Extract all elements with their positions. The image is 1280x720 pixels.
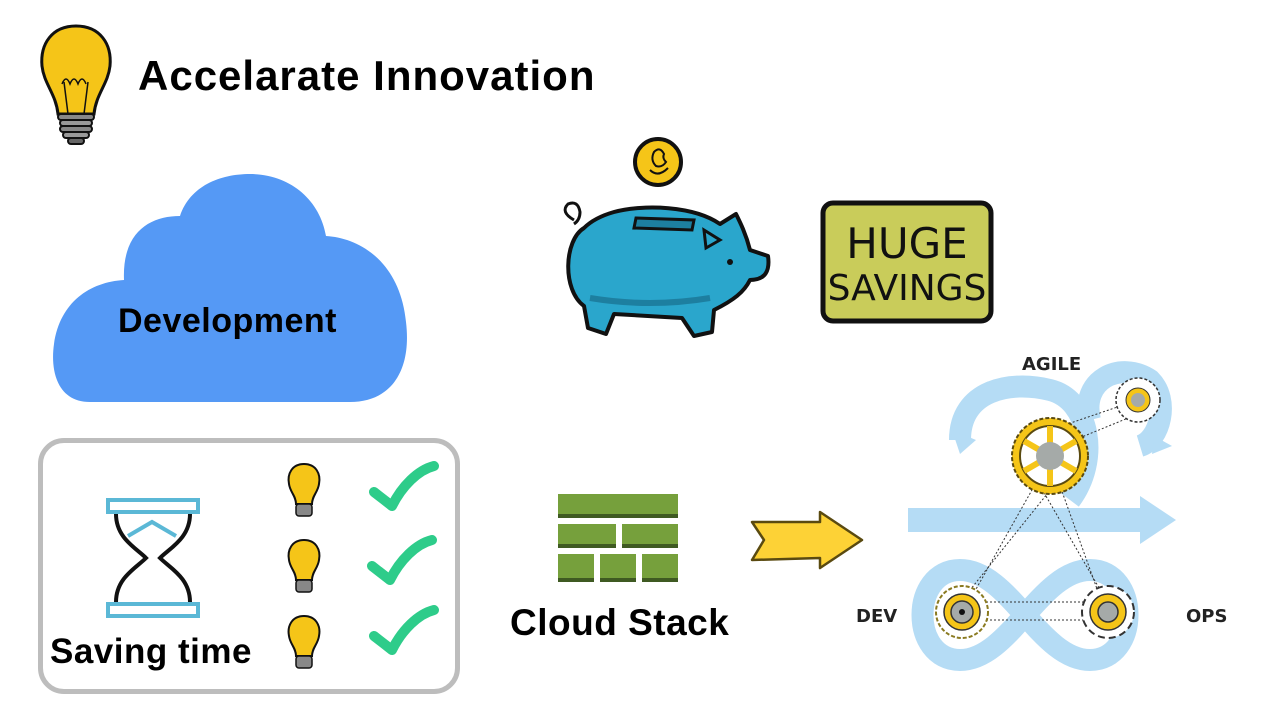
saving-time-panel: [38, 438, 460, 694]
arrow-right-icon: [748, 510, 864, 572]
sign-line-1: HUGE: [846, 219, 967, 268]
agile-label: AGILE: [1022, 354, 1082, 375]
piggy-bank-icon: [544, 200, 776, 342]
coin-icon: [632, 136, 684, 188]
sign-line-2: SAVINGS: [828, 268, 987, 309]
hourglass-icon: [106, 498, 202, 622]
huge-savings-sign: HUGE SAVINGS: [820, 200, 994, 324]
check-icon: [366, 534, 438, 590]
lightbulb-icon: [36, 22, 116, 148]
cloud-icon: [50, 172, 410, 404]
check-icon: [368, 604, 440, 660]
cloud-stack-icon: [556, 492, 680, 586]
saving-time-label: Saving time: [50, 632, 252, 671]
cloud-label: Development: [118, 302, 337, 340]
ops-label: OPS: [1186, 606, 1228, 627]
check-icon: [368, 460, 440, 516]
page-title: Accelarate Innovation: [138, 52, 596, 99]
lightbulb-icon: [286, 614, 322, 672]
lightbulb-icon: [286, 538, 322, 596]
dev-label: DEV: [856, 606, 898, 627]
lightbulb-icon: [286, 462, 322, 520]
cloud-stack-label: Cloud Stack: [510, 602, 730, 643]
devops-diagram: [900, 350, 1190, 680]
gear-icon: [1011, 417, 1089, 495]
